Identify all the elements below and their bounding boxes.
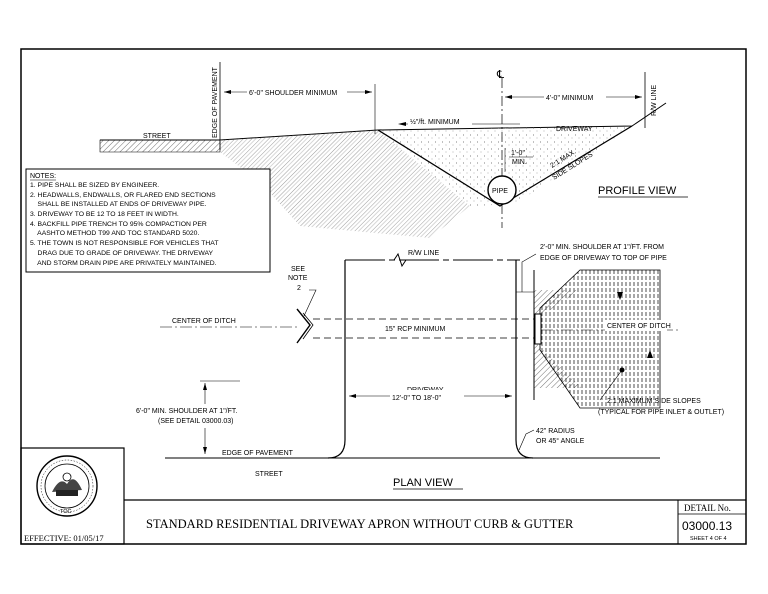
- side-slope-leader: [599, 369, 623, 401]
- rw-line-label: R/W LINE: [651, 85, 658, 116]
- arrow: [505, 95, 512, 99]
- detail-label: DETAIL No.: [684, 503, 731, 513]
- profile-view-title: PROFILE VIEW: [598, 185, 677, 197]
- shoulder-note-1: 2'-0" MIN. SHOULDER AT 1"/FT. FROM: [540, 244, 664, 251]
- arrow: [203, 447, 207, 454]
- dim-text-mask: [544, 91, 606, 103]
- radius-label-1: 42" RADIUS: [536, 428, 575, 435]
- flared-end-right: [534, 313, 542, 345]
- radius-label-2: OR 45° ANGLE: [536, 437, 585, 445]
- shoulder-note-leader: [521, 253, 537, 292]
- plan-view-title: PLAN VIEW: [393, 477, 454, 489]
- shoulder-left-2: (SEE DETAIL 03000.03): [158, 418, 233, 425]
- edge-of-pavement-plan-label: EDGE OF PAVEMENT: [222, 450, 294, 457]
- pipe-section: [487, 175, 517, 205]
- note-line: AASHTO METHOD T99 AND TOC STANDARD 5020.: [30, 230, 199, 237]
- pipe-label: PIPE: [492, 188, 508, 195]
- ditch-flow-area: [539, 269, 661, 409]
- cover-label-2: MIN.: [512, 159, 527, 166]
- street-label: STREET: [143, 133, 171, 140]
- driveway-label-profile: DRIVEWAY: [556, 126, 593, 133]
- side-slope-hatch: [534, 290, 582, 388]
- see-note-leader: [303, 289, 317, 317]
- embankment-soil: [220, 130, 470, 238]
- shoulder-left-1: 6'-0" MIN. SHOULDER AT 1"/FT.: [136, 408, 237, 415]
- dim-text-mask: [247, 86, 347, 98]
- flow-arrow-up: [647, 350, 653, 358]
- driveway-width-label: 12'-0" TO 18'-0": [392, 395, 442, 402]
- flared-end-left-inner: [302, 312, 314, 340]
- shoulder-note-2: EDGE OF DRIVEWAY TO TOP OF PIPE: [540, 255, 667, 262]
- see-note-1: SEE: [291, 266, 305, 273]
- seal-text: TOC: [60, 509, 72, 515]
- dim-text-mask: [380, 323, 460, 334]
- notes-box: NOTES: 1. PIPE SHALL BE SIZED BY ENGINEE…: [25, 168, 271, 273]
- title-block: TOC EFFECTIVE: 01/05/17 STANDARD RESIDEN…: [20, 447, 746, 545]
- sheet-number: SHEET 4 OF 4: [690, 536, 727, 542]
- detail-number: 03000.13: [682, 519, 732, 533]
- arrow: [203, 383, 207, 390]
- note-line: DRAG DUE TO GRADE OF DRIVEWAY. THE DRIVE…: [30, 250, 214, 257]
- dim-text-mask: [605, 320, 667, 331]
- notes-heading: NOTES:: [30, 173, 56, 180]
- seal-box: [20, 447, 125, 545]
- see-note-3: 2: [297, 285, 301, 292]
- sheet-border: [20, 48, 747, 545]
- rw-line-plan-label: R/W LINE: [408, 250, 439, 257]
- see-note-2: NOTE: [288, 275, 308, 282]
- center-of-ditch-left-label: CENTER OF DITCH: [172, 318, 236, 325]
- note-line: 4. BACKFILL PIPE TRENCH TO 95% COMPACTIO…: [30, 221, 207, 228]
- centerline-symbol: ℄: [496, 69, 504, 81]
- cover-label-1: 1'-0": [511, 150, 525, 157]
- center-of-ditch-right-label: CENTER OF DITCH: [607, 323, 671, 330]
- radius-leader: [518, 429, 535, 451]
- note-line: 2. HEADWALLS, ENDWALLS, OR FLARED END SE…: [30, 192, 216, 199]
- edge-of-pavement-label: EDGE OF PAVEMENT: [212, 66, 219, 138]
- flared-end-left: [296, 308, 311, 344]
- arrow: [365, 90, 372, 94]
- effective-date: EFFECTIVE: 01/05/17: [24, 533, 104, 543]
- driveway-edge-right: [515, 260, 534, 459]
- dim-text-mask: [408, 115, 472, 127]
- notes-frame: [25, 168, 271, 273]
- rcp-min-label: 15" RCP MINIMUM: [385, 326, 445, 333]
- arrow: [224, 90, 231, 94]
- flow-arrow-down: [617, 292, 623, 300]
- street-plan-label: STREET: [255, 471, 283, 478]
- side-slopes-label-2: (TYPICAL FOR PIPE INLET & OUTLET): [598, 409, 724, 416]
- note-line: SHALL BE INSTALLED AT ENDS OF DRIVEWAY P…: [30, 201, 207, 208]
- ditch-profile: [377, 125, 633, 207]
- four-ft-label: 4'-0" MINIMUM: [546, 95, 594, 102]
- arrow: [398, 122, 406, 126]
- note-line: 3. DRIVEWAY TO BE 12 TO 18 FEET IN WIDTH…: [30, 211, 179, 218]
- dim-text-mask: [135, 404, 281, 428]
- slope-label: ½"/ft. MINIMUM: [410, 118, 460, 126]
- arrow: [505, 394, 512, 398]
- note-line: 1. PIPE SHALL BE SIZED BY ENGINEER.: [30, 182, 159, 189]
- note-line: AND STORM DRAIN PIPE ARE PRIVATELY MAINT…: [30, 260, 217, 267]
- arrow: [349, 394, 356, 398]
- note-line: 5. THE TOWN IS NOT RESPONSIBLE FOR VEHIC…: [30, 240, 218, 247]
- town-seal: TOC: [36, 455, 98, 517]
- shoulder-min-label: 6'-0" SHOULDER MINIMUM: [249, 90, 337, 97]
- driveway-edge-left: [327, 260, 346, 459]
- street-pavement: [99, 139, 221, 153]
- plan-view: R/W LINE EDGE OF PAVEMENT STREET CENTER …: [135, 244, 724, 490]
- side-slopes-label-1: 2:1 MAXIMUM SIDE SLOPES: [607, 398, 701, 405]
- drawing-title: STANDARD RESIDENTIAL DRIVEWAY APRON WITH…: [146, 517, 574, 531]
- arrow: [635, 95, 642, 99]
- dim-text-mask: [390, 390, 464, 402]
- break-symbol: [393, 252, 407, 268]
